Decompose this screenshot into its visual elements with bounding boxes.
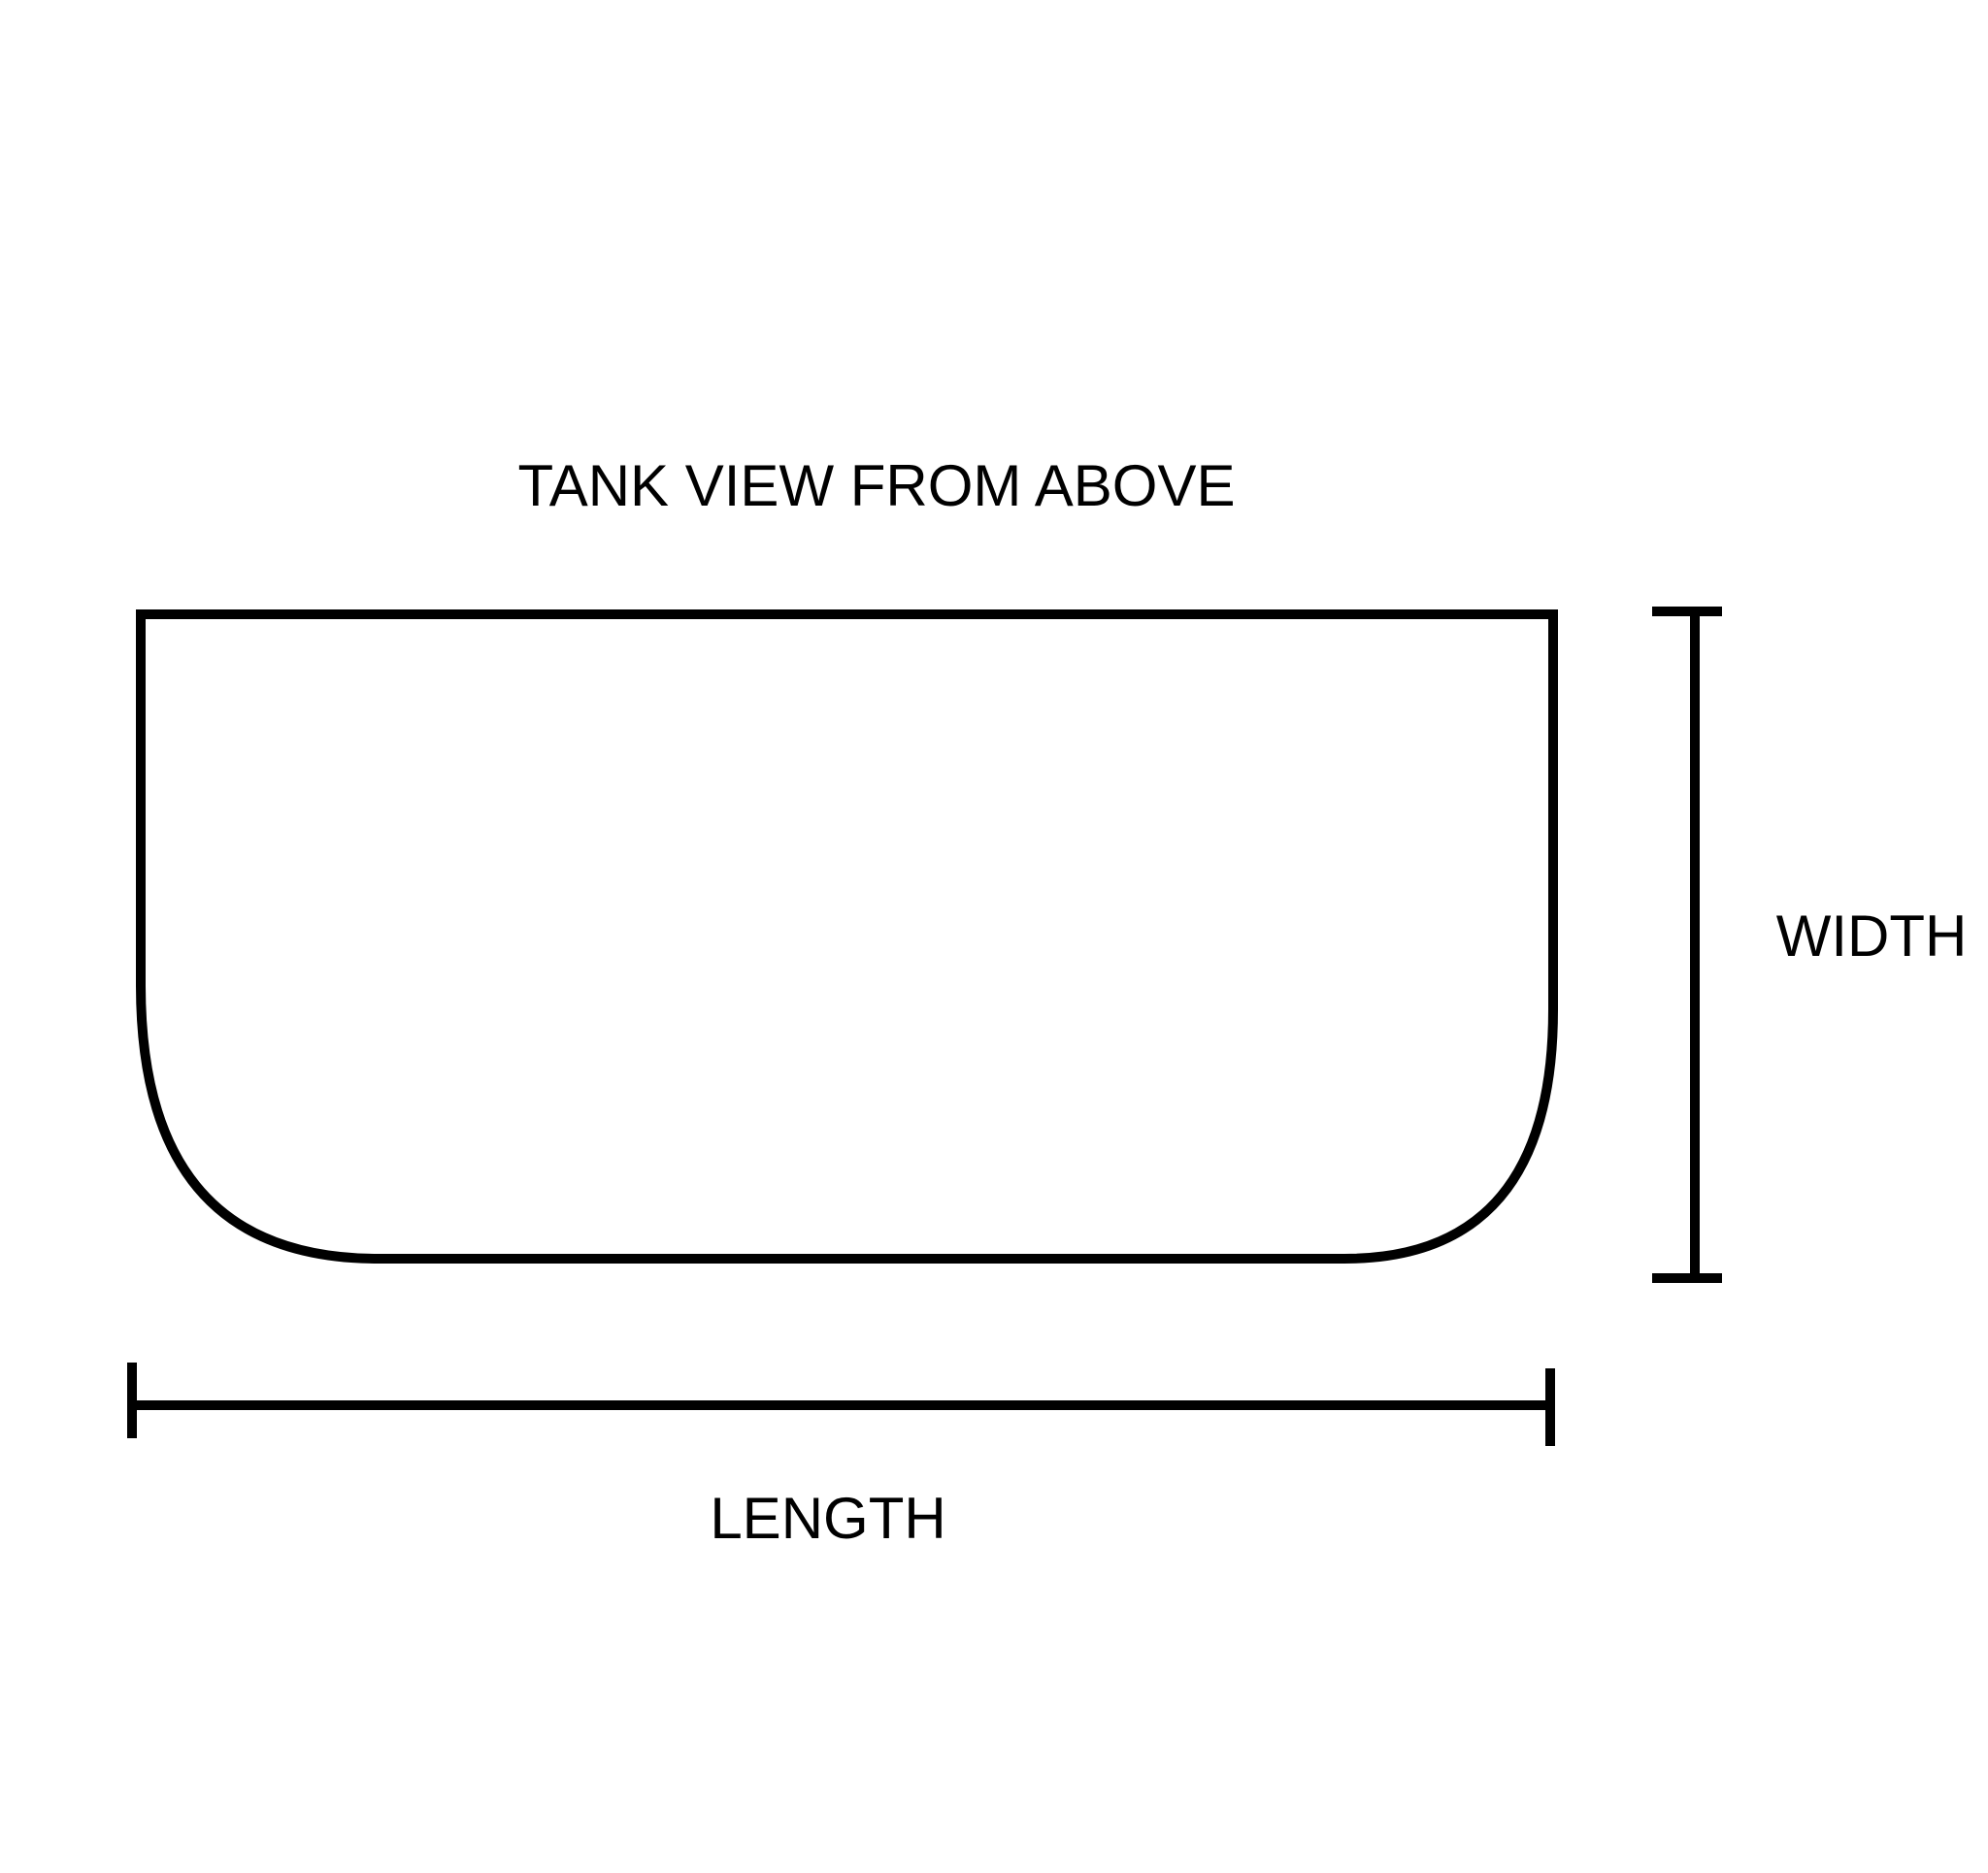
width-label: WIDTH [1776, 904, 1968, 969]
tank-outline [136, 609, 1558, 1264]
width-dimension-bar [1652, 607, 1722, 1283]
length-dimension-bar [127, 1363, 1555, 1446]
diagram-title: TANK VIEW FROM ABOVE [518, 453, 1236, 518]
length-label: LENGTH [710, 1486, 945, 1551]
